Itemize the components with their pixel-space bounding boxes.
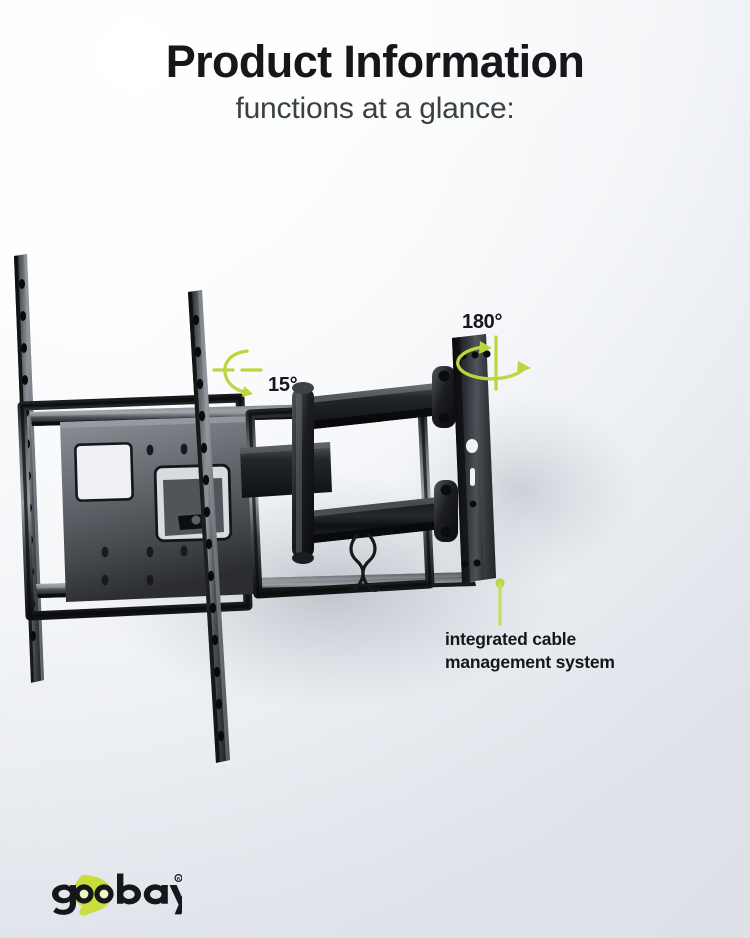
logo-letter-g [52, 884, 76, 915]
cable-leader-line [494, 578, 506, 631]
goobay-logo: R [48, 872, 182, 916]
swivel-angle-label: 180° [462, 311, 503, 333]
tv-mounting-rail-right [188, 290, 230, 763]
cable-management-clip-icon [347, 533, 379, 592]
vesa-adapter-plate [60, 416, 256, 602]
mount-pivot-block [240, 442, 332, 498]
header: Product Information functions at a glanc… [0, 38, 750, 127]
upper-articulating-arm [300, 382, 450, 430]
cable-management-label: integrated cable management system [445, 629, 615, 673]
page-subtitle: functions at a glance: [235, 92, 515, 126]
logo-letter-o-2 [94, 884, 114, 904]
arm-wall-joint-upper [432, 366, 456, 428]
logo-letter-o-1 [74, 884, 94, 904]
page-title: Product Information [165, 36, 585, 87]
swivel-arc-icon [452, 333, 540, 400]
arm-wall-joint-lower [434, 480, 458, 542]
logo-letter-b [117, 873, 141, 905]
wall-mounting-plate [452, 334, 496, 583]
logo-letter-y [169, 885, 182, 915]
svg-text:R: R [177, 876, 181, 881]
logo-trademark-icon: R [174, 874, 182, 882]
arm-hinge-column [292, 382, 314, 564]
lower-articulating-arm [300, 496, 452, 544]
product-image [0, 160, 750, 800]
tilt-arc-icon [211, 345, 271, 405]
logo-letter-a [143, 884, 168, 905]
mount-bracket-frame [17, 393, 253, 621]
tilt-angle-label: 15° [268, 374, 298, 396]
